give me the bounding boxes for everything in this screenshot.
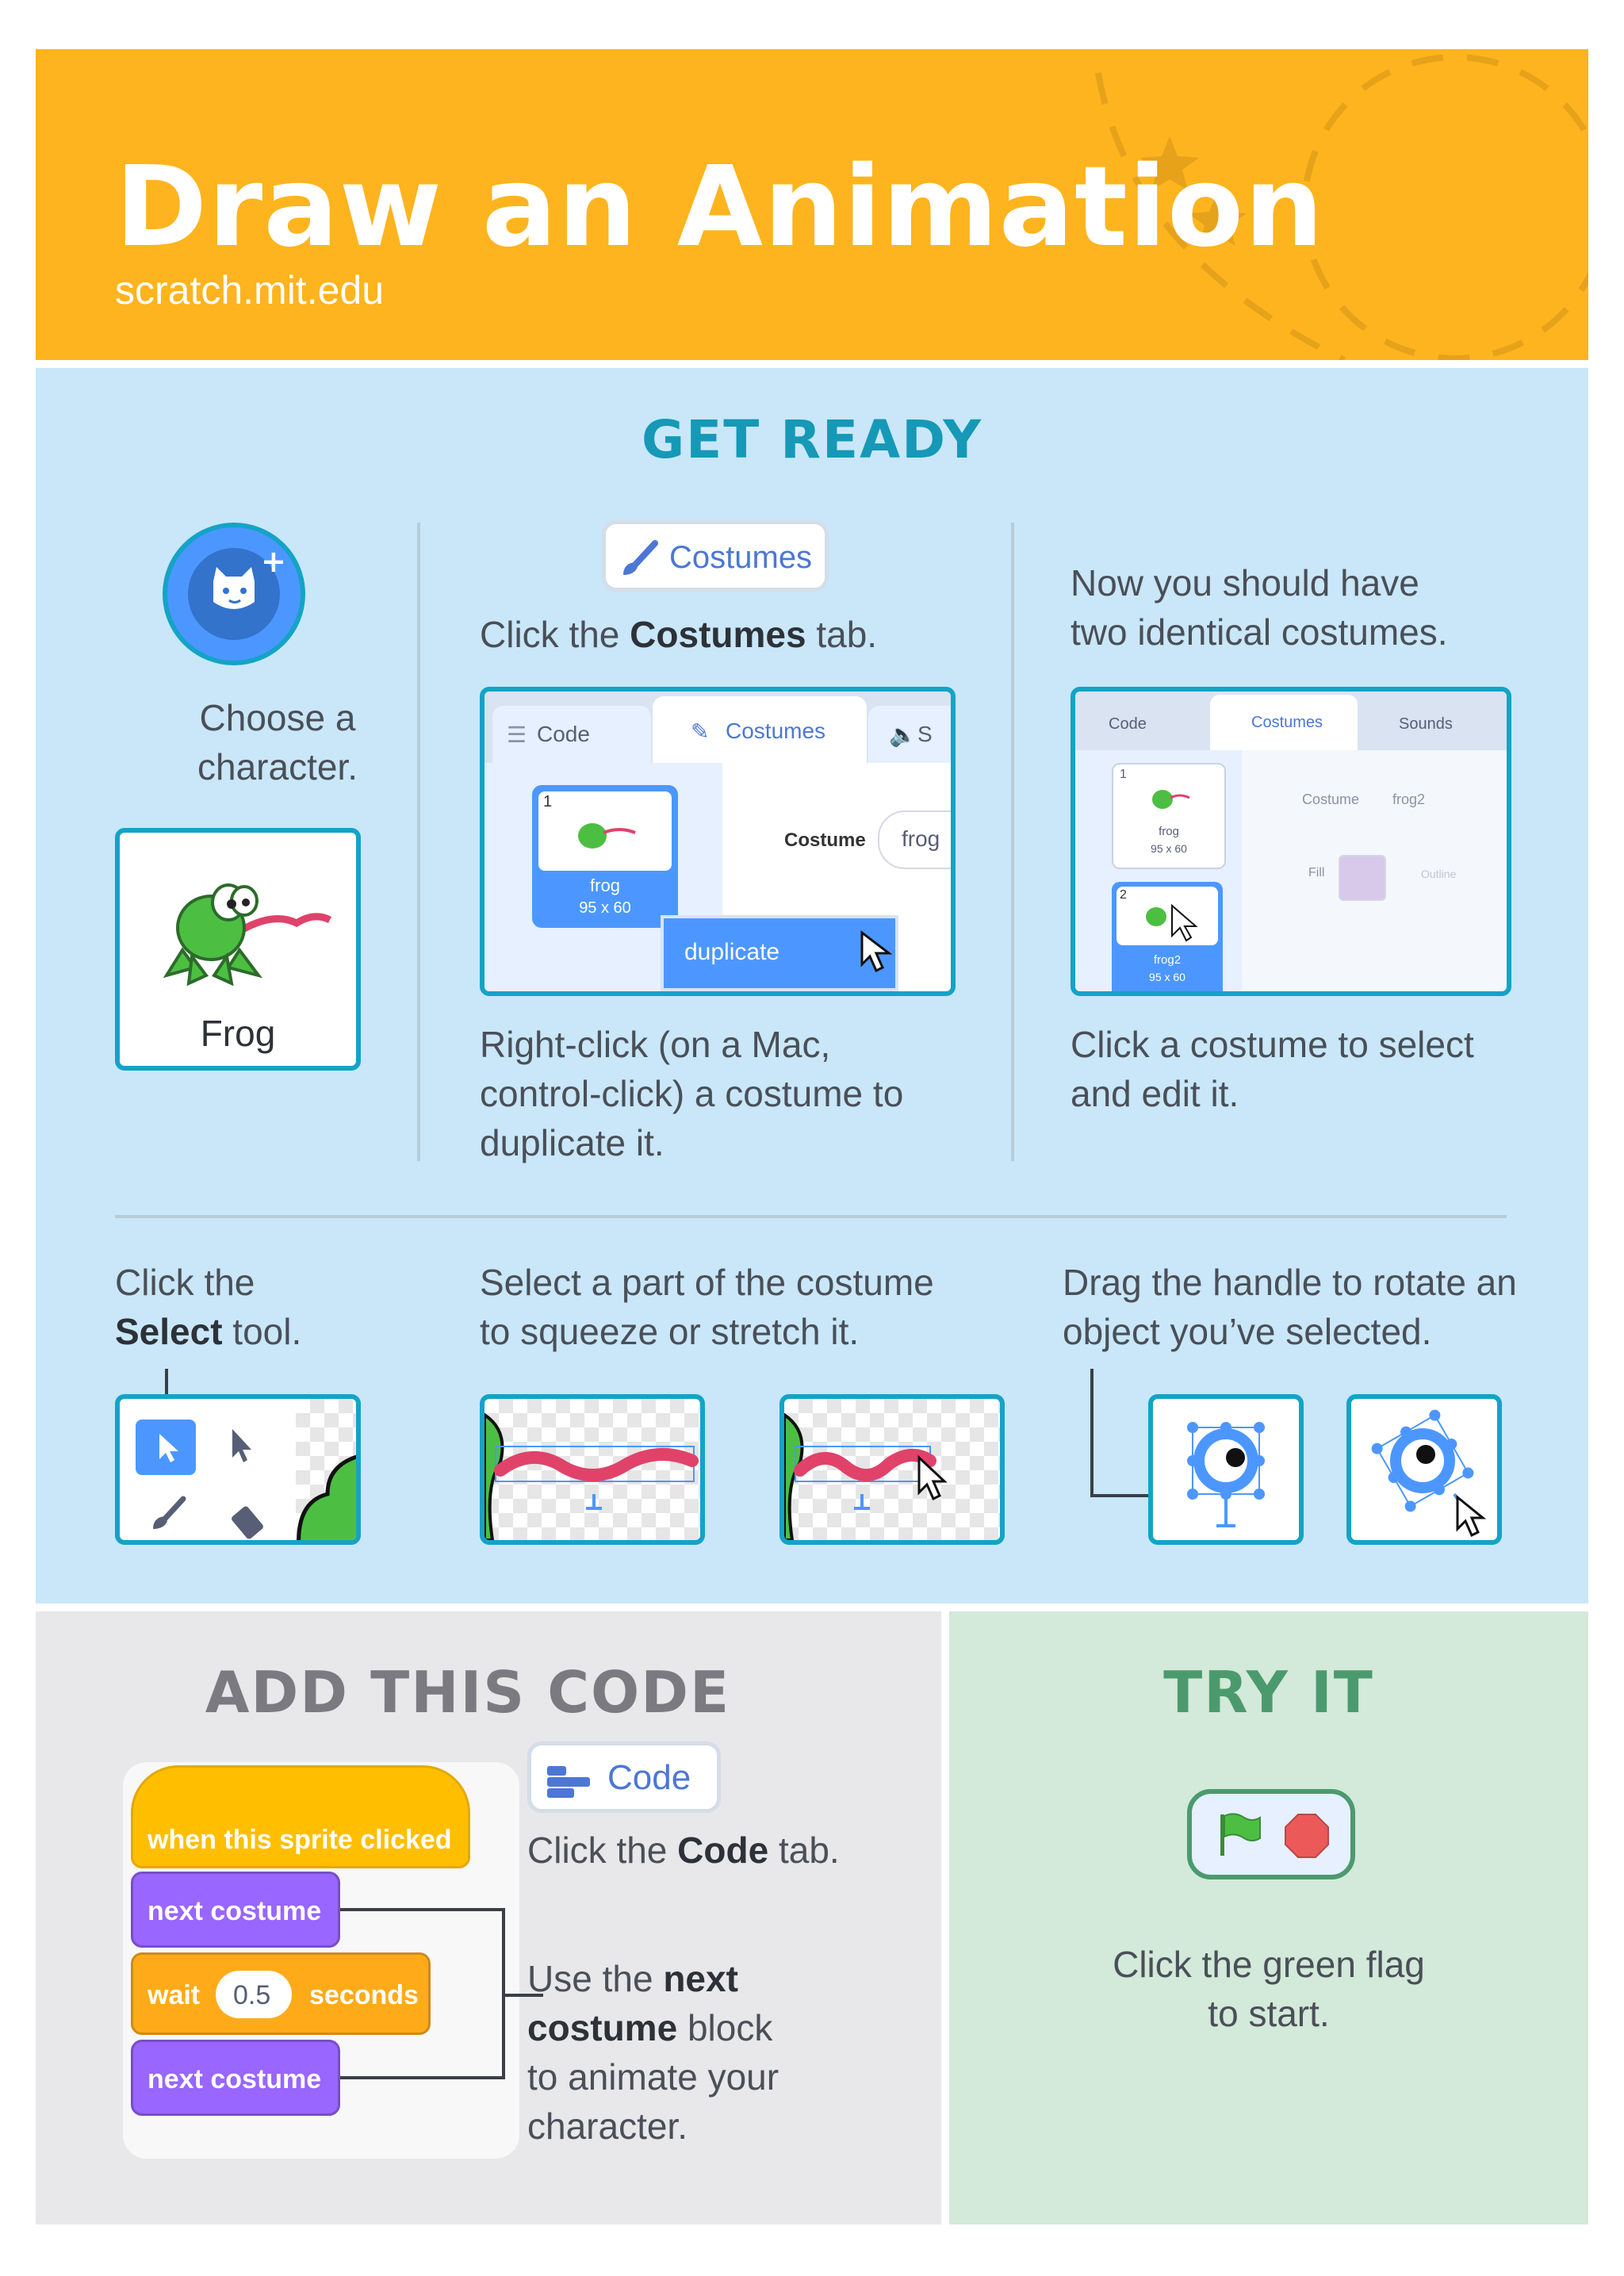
tab-code[interactable]: ☰ Code: [492, 706, 651, 763]
select-tool-button[interactable]: [136, 1420, 196, 1475]
tab-label: Costumes: [669, 540, 813, 575]
eraser-icon[interactable]: [226, 1496, 274, 1543]
next-costume-block[interactable]: next costume: [131, 1872, 340, 1948]
section-title: TRY IT: [1163, 1659, 1374, 1726]
code-blocks-icon: [547, 1766, 590, 1798]
tab-code[interactable]: Code: [1109, 715, 1147, 733]
next-costume-block[interactable]: next costume: [131, 2040, 340, 2116]
tab-costumes[interactable]: ✎ Costumes: [653, 696, 867, 763]
fill-swatch[interactable]: [1339, 855, 1386, 901]
costume-item[interactable]: 1 frog 95 x 60: [532, 785, 678, 928]
stop-button[interactable]: [1284, 1813, 1331, 1860]
column-divider: [417, 523, 420, 1161]
costumes-screenshot: ☰ Code ✎ Costumes 🔈 S 1 frog 95 x 60 Cos…: [480, 687, 956, 996]
sprite-card-frog[interactable]: Frog: [115, 828, 361, 1071]
rotate-screenshot-2: [1346, 1394, 1502, 1545]
speaker-icon: 🔈: [889, 722, 917, 747]
section-title: ADD THIS CODE: [205, 1659, 731, 1726]
eye-rotated: [1371, 1409, 1487, 1538]
step5-text: Select a part of the costume to squeeze …: [480, 1262, 934, 1352]
when-sprite-clicked-block[interactable]: when this sprite clicked: [131, 1765, 470, 1868]
step2-instruction: Click the Costumes tab.: [480, 614, 878, 655]
svg-text:+: +: [261, 544, 286, 579]
header-banner: Draw an Animation scratch.mit.edu: [36, 49, 1588, 360]
sprite-name: Frog: [200, 1013, 276, 1054]
section-title: GET READY: [641, 409, 983, 470]
frog-image: [163, 883, 332, 987]
frog-thumbnail: [1152, 790, 1190, 809]
add-code-section: ADD THIS CODE when this sprite clicked n…: [36, 1611, 941, 2224]
header-decoration: [1095, 54, 1588, 360]
tab-sounds[interactable]: Sounds: [1399, 715, 1453, 733]
frog-thumbnail: [1146, 903, 1198, 942]
page-title: Draw an Animation: [115, 143, 1324, 272]
bracket-line: [502, 1908, 505, 2078]
get-ready-section: GET READY + Choose a character. Frog: [36, 368, 1588, 1604]
costume-name-field[interactable]: frog2: [1392, 791, 1426, 807]
pointer-line: [1090, 1369, 1094, 1496]
tab-costumes[interactable]: Costumes: [1210, 695, 1358, 750]
stretch-screenshot-2: [779, 1394, 1005, 1545]
try-it-text: Click the green flag to start.: [1113, 1944, 1425, 2034]
tongue-selection: [485, 1412, 699, 1540]
column-divider: [1011, 523, 1014, 1161]
eye-selection: [1187, 1422, 1265, 1527]
step3-text: Now you should have two identical costum…: [1071, 562, 1448, 653]
cat-plus-icon: +: [188, 544, 286, 640]
site-url: scratch.mit.edu: [115, 268, 385, 312]
arrow-cursor-icon: [159, 1434, 178, 1462]
brush-icon: ✎: [691, 719, 710, 744]
context-menu-duplicate[interactable]: duplicate: [661, 915, 898, 991]
brush-icon[interactable]: [147, 1494, 194, 1542]
code-tab-button[interactable]: Code: [527, 1741, 721, 1813]
reshape-icon[interactable]: [221, 1423, 269, 1470]
stretch-screenshot-1: [480, 1394, 705, 1545]
step2-caption: Right-click (on a Mac, control-click) a …: [480, 1024, 904, 1163]
step1-text: Choose a character.: [197, 697, 358, 787]
green-flag-button[interactable]: [1216, 1811, 1263, 1859]
wait-seconds-input[interactable]: 0.5: [216, 1971, 292, 2018]
step4-text: Click the Select tool.: [115, 1262, 302, 1352]
bracket-line: [502, 1994, 543, 1997]
pointer-line: [1090, 1494, 1193, 1497]
costume-item-1[interactable]: 1 frog 95 x 60: [1112, 763, 1226, 869]
costume-item-2[interactable]: 2 frog2 95 x 60: [1112, 882, 1223, 991]
cursor-icon: [860, 929, 893, 973]
wait-block[interactable]: wait 0.5 seconds: [131, 1952, 431, 2035]
step3-caption: Click a costume to select and edit it.: [1071, 1024, 1474, 1114]
frog-edge: [297, 1454, 356, 1540]
brush-icon: [623, 540, 658, 575]
costume-name-field[interactable]: frog: [878, 810, 951, 869]
cursor-icon: [1456, 1494, 1487, 1538]
select-tool-screenshot: [115, 1394, 361, 1545]
bracket-line: [340, 1908, 505, 1911]
use-block-text: Use the next costume block to animate yo…: [527, 1958, 779, 2147]
tongue-squeezed: [784, 1412, 948, 1540]
tab-sounds[interactable]: 🔈 S: [868, 706, 951, 763]
rotate-screenshot-1: [1148, 1394, 1304, 1545]
code-tab-instruction: Click the Code tab.: [527, 1830, 840, 1871]
choose-sprite-button[interactable]: +: [163, 523, 305, 665]
step6-text: Drag the handle to rotate an object you’…: [1063, 1262, 1517, 1352]
rotate-handle: [1216, 1494, 1235, 1527]
frog-thumbnail: [578, 823, 636, 849]
costumes-tab-button[interactable]: Costumes: [602, 520, 829, 592]
try-it-section: TRY IT Click the green flag to start.: [949, 1611, 1588, 2224]
tab-label: Code: [607, 1758, 691, 1797]
row-divider: [115, 1215, 1507, 1218]
two-costumes-screenshot: Code Costumes Sounds 1 frog 95 x 60 2 fr…: [1071, 687, 1511, 996]
flag-stop-controls: [1187, 1789, 1355, 1879]
cursor-icon: [917, 1454, 948, 1501]
bracket-line: [340, 2076, 505, 2079]
